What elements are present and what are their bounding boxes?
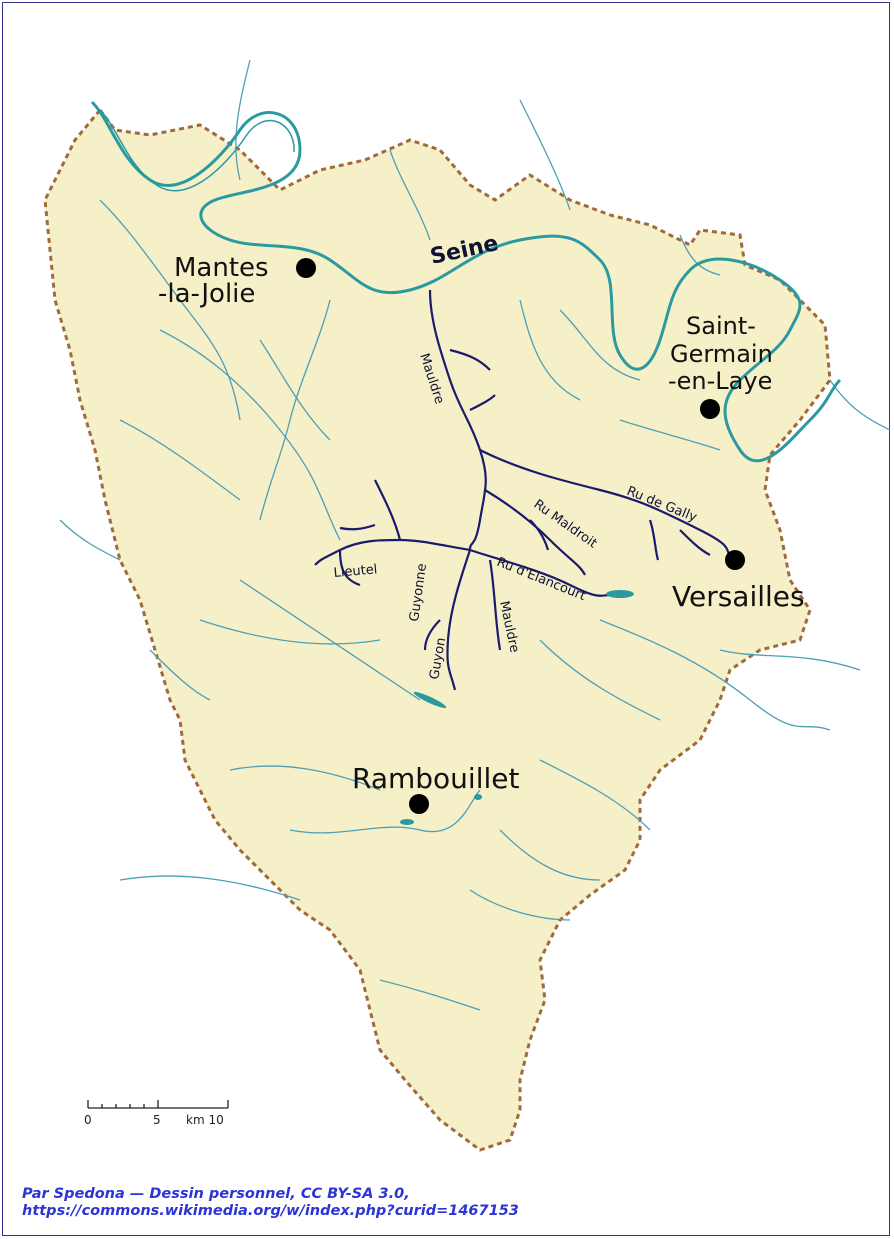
city-markers — [296, 258, 745, 814]
stream — [259, 299, 331, 521]
lake — [474, 794, 482, 800]
scale-tick-10: km 10 — [186, 1113, 224, 1127]
guyonne-trib — [423, 619, 441, 651]
mauldre-south — [488, 559, 502, 651]
stream — [599, 619, 831, 731]
stream — [119, 875, 301, 901]
yvelines-river-map: Mantes -la-Jolie Saint- Germain -en-Laye… — [43, 59, 891, 1152]
stream — [99, 199, 241, 421]
credit-line-2[interactable]: https://commons.wikimedia.org/w/index.ph… — [22, 1203, 519, 1219]
city-label-saint-germain-2: Germain — [670, 340, 773, 368]
stream — [379, 979, 481, 1011]
rambouillet-marker — [409, 794, 429, 814]
stream — [229, 765, 381, 791]
lieutel-trib — [338, 549, 361, 587]
lake — [606, 590, 634, 598]
scale-tick-5: 5 — [153, 1113, 161, 1127]
stream — [389, 149, 431, 241]
lakes — [400, 590, 634, 825]
stream — [519, 299, 581, 401]
ru-maldroit — [484, 489, 586, 576]
stream — [159, 329, 341, 541]
stream — [559, 309, 641, 381]
stream — [539, 759, 651, 831]
versailles-marker — [725, 550, 745, 570]
stream — [59, 519, 121, 561]
stream — [469, 889, 571, 921]
stream — [239, 579, 421, 701]
seine-river — [90, 100, 842, 463]
lieutel-trib — [339, 523, 376, 531]
city-label-mantes-1: Mantes — [174, 253, 269, 283]
ru-de-gally — [479, 449, 736, 561]
city-label-saint-germain-1: Saint- — [686, 312, 756, 340]
mantes-marker — [296, 258, 316, 278]
stream — [149, 649, 211, 701]
stream — [679, 234, 721, 276]
lake — [413, 691, 447, 709]
guyonne — [446, 549, 472, 691]
attribution-credit: Par Spedona — Dessin personnel, CC BY-SA… — [22, 1186, 882, 1220]
lake — [400, 819, 414, 825]
stream — [829, 379, 891, 431]
stream — [199, 619, 381, 645]
river-label-lieutel: Lieutel — [333, 562, 378, 581]
city-label-versailles: Versailles — [672, 580, 805, 613]
mauldre-basin — [314, 289, 736, 691]
river-label-guyon: Guyon — [427, 637, 449, 681]
stream — [289, 789, 481, 834]
stream — [619, 419, 721, 451]
scale-bar — [87, 1100, 229, 1109]
mauldre-main — [428, 289, 487, 551]
stream — [235, 59, 251, 181]
ru-elancourt — [469, 548, 611, 597]
lieutel — [314, 538, 471, 566]
credit-line-1: Par Spedona — Dessin personnel, CC BY-SA… — [22, 1186, 410, 1202]
minor-streams — [59, 59, 891, 1011]
ru-de-gally-trib — [679, 529, 711, 556]
stream — [259, 339, 331, 441]
mauldre-tributary — [469, 394, 496, 411]
stream — [519, 99, 571, 211]
stream — [499, 829, 601, 881]
saint-germain-marker — [700, 399, 720, 419]
city-label-rambouillet: Rambouillet — [352, 762, 519, 795]
lieutel-trib — [374, 479, 402, 541]
stream — [719, 649, 861, 671]
mauldre-tributary — [449, 348, 491, 371]
stream — [119, 419, 241, 501]
ru-maldroit-trib — [529, 519, 550, 551]
ru-de-gally-trib — [648, 519, 660, 561]
stream — [539, 639, 661, 721]
city-label-saint-germain-3: -en-Laye — [668, 367, 772, 395]
scale-tick-0: 0 — [84, 1113, 92, 1127]
city-label-mantes-2: -la-Jolie — [158, 279, 255, 309]
